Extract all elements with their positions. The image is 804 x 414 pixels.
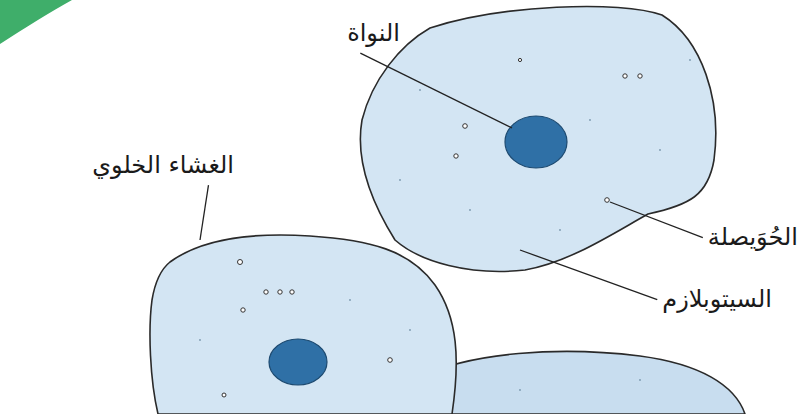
part-label: الغشاء الخلوي <box>92 150 234 181</box>
corner-decoration <box>0 0 72 44</box>
leader-line <box>360 53 512 128</box>
cell-outline <box>411 351 745 414</box>
cell-outline <box>360 6 715 271</box>
part-label: السيتوبلازم <box>662 284 772 315</box>
nucleus <box>269 339 327 385</box>
vesicles <box>222 260 392 398</box>
stipple <box>199 59 691 391</box>
leader-line <box>520 250 657 300</box>
cell-outline <box>150 235 456 414</box>
part-label: الحُوَيصلة <box>708 222 798 253</box>
leader-line <box>610 202 703 238</box>
vesicles <box>454 58 642 202</box>
leader-line <box>200 185 208 240</box>
part-label: النواة <box>347 18 400 49</box>
nucleus <box>505 116 567 168</box>
